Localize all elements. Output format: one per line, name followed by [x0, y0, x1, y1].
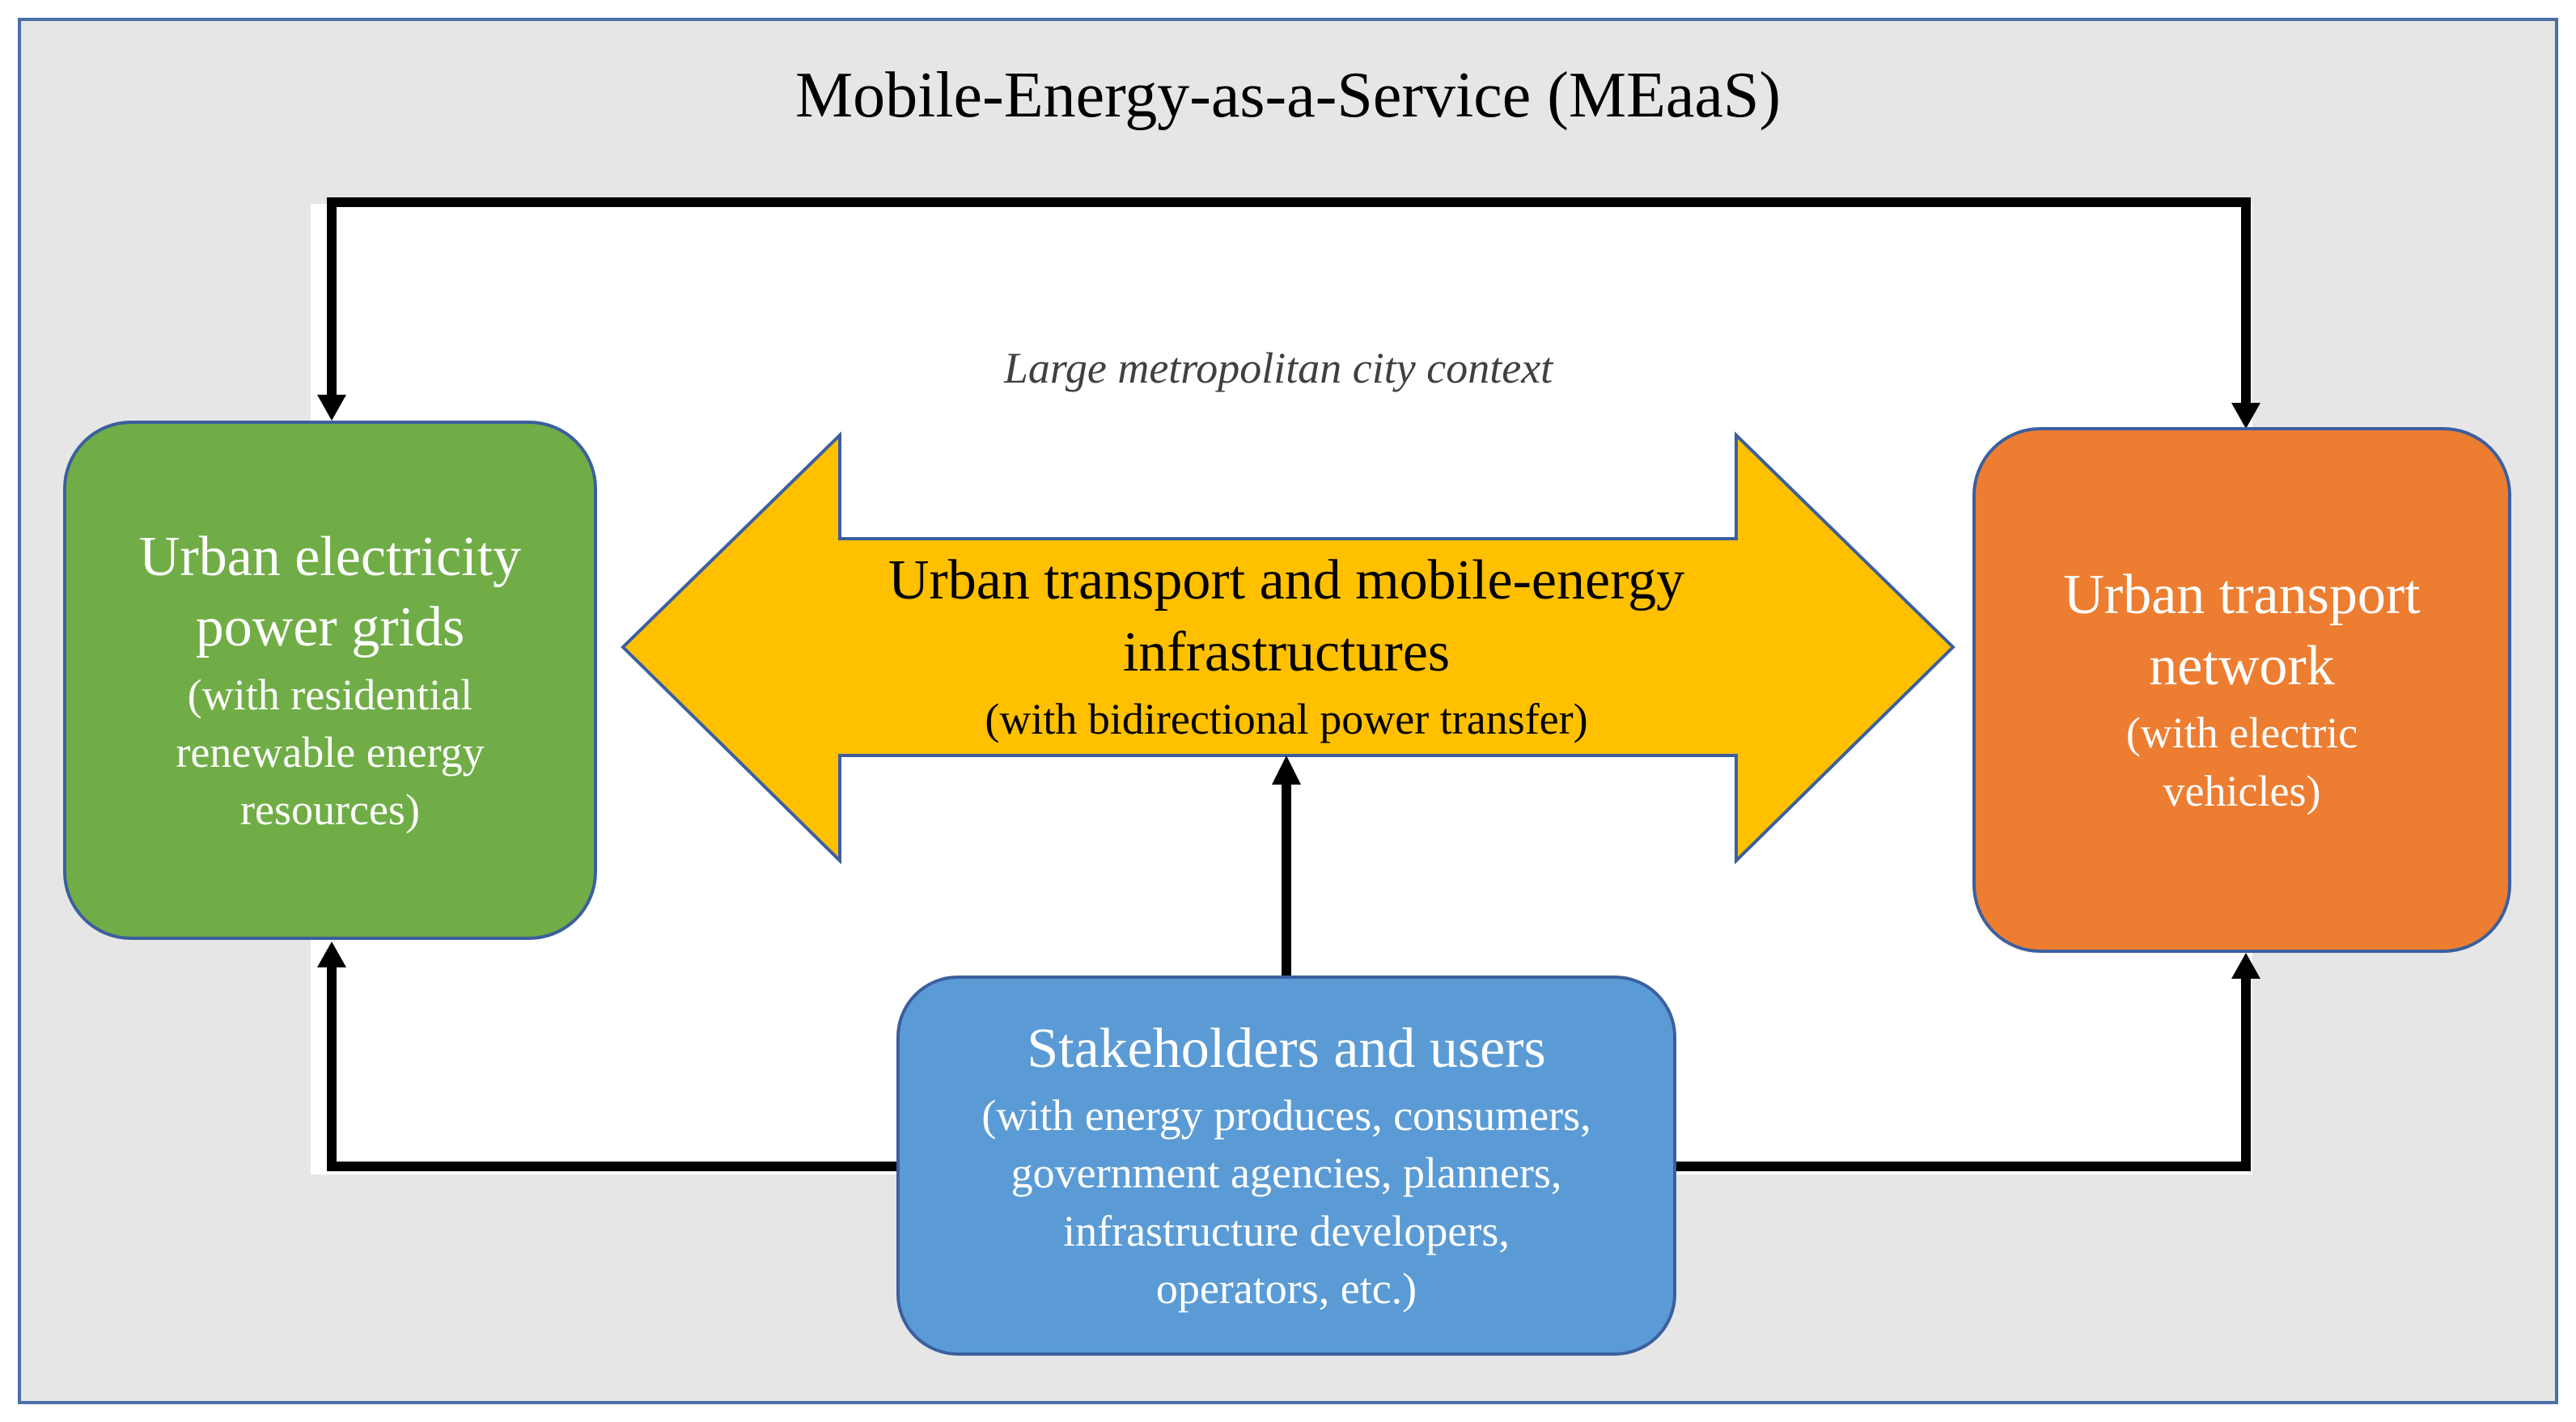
transport-subtitle-line: (with electric	[2125, 709, 2358, 758]
grid-subtitle-line: renewable energy	[176, 727, 485, 777]
infrastructure-title-line: Urban transport and mobile-energy	[888, 549, 1685, 612]
stakeholders-subtitle-line: (with energy produces, consumers,	[981, 1091, 1591, 1141]
grid-title: Urban electricity power grids	[139, 522, 521, 663]
diagram-title: Mobile-Energy-as-a-Service (MEaaS)	[794, 60, 1782, 131]
arrowhead-to-transport	[2231, 403, 2260, 429]
grid-title-line: power grids	[195, 596, 465, 659]
bidirectional-arrow	[621, 431, 1955, 865]
transport-subtitle-line: vehicles)	[2163, 766, 2321, 815]
grid-title-line: Urban electricity	[138, 525, 522, 588]
infrastructure-title-line: infrastructures	[1122, 620, 1451, 683]
stakeholders-subtitle-line: operators, etc.)	[1155, 1264, 1417, 1314]
infrastructure-title: Urban transport and mobile-energy infras…	[809, 545, 1764, 689]
stakeholders-subtitle: (with energy produces, consumers, govern…	[981, 1087, 1591, 1318]
arrowhead-to-infrastructure	[1272, 755, 1301, 785]
stakeholders-subtitle-line: government agencies, planners,	[1010, 1149, 1562, 1198]
grid-subtitle: (with residential renewable energy resou…	[176, 667, 484, 840]
grid-subtitle-line: resources)	[240, 785, 420, 835]
top-connector-line	[327, 197, 2251, 406]
urban-electricity-grids-node: Urban electricity power grids (with resi…	[63, 421, 597, 940]
bottom-right-connector-line	[1675, 976, 2251, 1171]
stakeholders-node: Stakeholders and users (with energy prod…	[896, 976, 1676, 1356]
transport-title-line: Urban transport	[2063, 564, 2421, 627]
bottom-left-connector-line	[327, 964, 898, 1171]
grid-subtitle-line: (with residential	[187, 670, 473, 719]
arrowhead-to-grid	[317, 395, 346, 421]
transport-subtitle: (with electric vehicles)	[2126, 705, 2358, 820]
stakeholders-subtitle-line: infrastructure developers,	[1063, 1206, 1510, 1255]
infrastructure-label: Urban transport and mobile-energy infras…	[809, 545, 1764, 747]
context-label: Large metropolitan city context	[1003, 344, 1553, 392]
infrastructure-subtitle: (with bidirectional power transfer)	[985, 694, 1588, 743]
stakeholders-title: Stakeholders and users	[1027, 1017, 1546, 1080]
transport-title-line: network	[2149, 634, 2335, 697]
arrowhead-bottom-to-grid	[317, 942, 346, 967]
transport-title: Urban transport network	[2063, 560, 2420, 701]
urban-transport-network-node: Urban transport network (with electric v…	[1972, 427, 2511, 953]
arrowhead-bottom-to-transport	[2231, 953, 2260, 979]
